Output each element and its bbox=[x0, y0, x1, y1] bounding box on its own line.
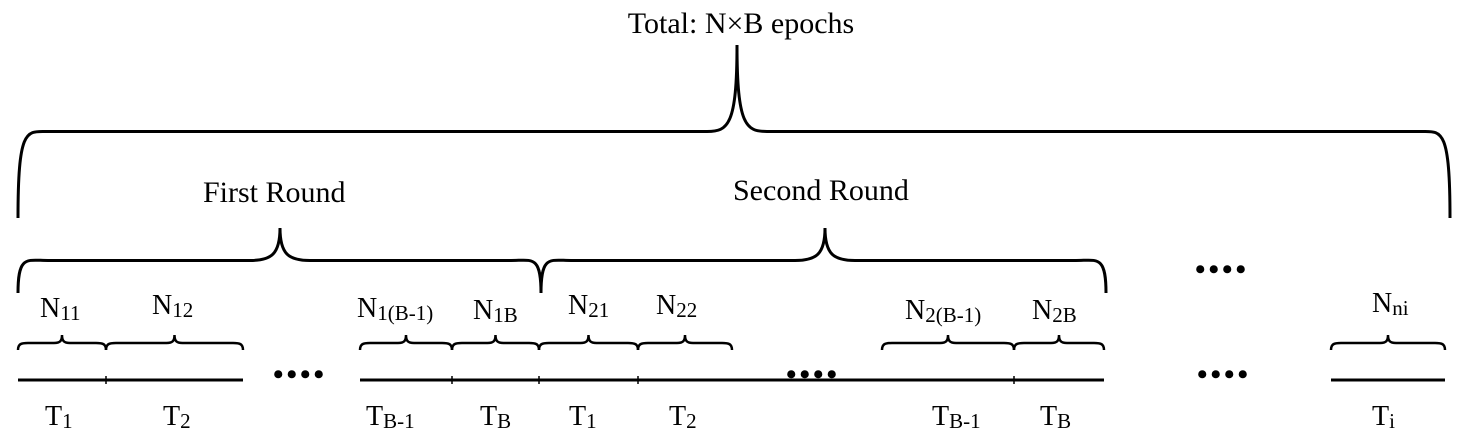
task-label-2: T2 bbox=[163, 401, 191, 433]
epoch-count-symbol: N bbox=[357, 293, 378, 324]
task-subscript: B bbox=[1057, 409, 1072, 433]
epoch-count-symbol: N bbox=[1372, 288, 1393, 319]
epoch-brace-6 bbox=[636, 334, 734, 351]
task-subscript: B-1 bbox=[949, 409, 981, 433]
epoch-brace-8 bbox=[1012, 334, 1106, 351]
task-symbol: T bbox=[669, 401, 687, 432]
epoch-count-subscript: 1B bbox=[493, 303, 518, 327]
epoch-count-subscript: ni bbox=[1392, 296, 1409, 320]
epoch-count-symbol: N bbox=[905, 295, 926, 326]
epoch-count-label-1: N11 bbox=[40, 293, 81, 325]
epoch-count-label-8: N2B bbox=[1032, 295, 1077, 327]
task-label-3: TB-1 bbox=[366, 401, 415, 433]
task-subscript: 2 bbox=[686, 409, 697, 433]
epoch-brace-7 bbox=[880, 334, 1016, 351]
epoch-count-symbol: N bbox=[568, 290, 589, 321]
task-label-1: T1 bbox=[45, 401, 73, 433]
total-brace bbox=[16, 44, 1452, 219]
epoch-count-subscript: 11 bbox=[60, 301, 81, 325]
first-round-label: First Round bbox=[203, 176, 346, 209]
task-symbol: T bbox=[1040, 401, 1058, 432]
ellipsis-top-right: •••• bbox=[1195, 253, 1250, 286]
ellipsis-bottom-right: •••• bbox=[1197, 358, 1252, 391]
task-symbol: T bbox=[366, 401, 384, 432]
task-subscript: B-1 bbox=[383, 409, 415, 433]
epoch-count-symbol: N bbox=[656, 290, 677, 321]
second-round-brace bbox=[539, 227, 1108, 294]
epoch-count-subscript: 1(B-1) bbox=[377, 301, 434, 325]
epoch-brace-3 bbox=[358, 334, 454, 351]
epoch-count-symbol: N bbox=[473, 295, 494, 326]
epoch-count-label-2: N12 bbox=[152, 290, 194, 322]
epoch-count-label-6: N22 bbox=[656, 290, 698, 322]
epoch-count-label-7: N2(B-1) bbox=[905, 295, 982, 327]
epoch-count-label-3: N1(B-1) bbox=[357, 293, 434, 325]
task-symbol: T bbox=[163, 401, 181, 432]
task-symbol: T bbox=[1372, 401, 1390, 432]
task-symbol: T bbox=[569, 401, 587, 432]
epoch-count-label-9: Nni bbox=[1372, 288, 1409, 320]
task-label-9: Ti bbox=[1372, 401, 1395, 433]
epoch-brace-1 bbox=[16, 334, 108, 351]
task-label-8: TB bbox=[1040, 401, 1072, 433]
epoch-count-symbol: N bbox=[40, 293, 61, 324]
first-round-brace bbox=[16, 227, 543, 294]
task-label-4: TB bbox=[480, 401, 512, 433]
task-subscript: 1 bbox=[586, 409, 597, 433]
ellipsis-round2: •••• bbox=[786, 358, 841, 391]
task-subscript: 1 bbox=[62, 409, 73, 433]
epoch-brace-9 bbox=[1329, 334, 1447, 351]
task-symbol: T bbox=[480, 401, 498, 432]
ellipsis-round1: •••• bbox=[273, 358, 328, 391]
task-symbol: T bbox=[45, 401, 63, 432]
epoch-count-symbol: N bbox=[152, 290, 173, 321]
task-label-7: TB-1 bbox=[932, 401, 981, 433]
epoch-brace-4 bbox=[450, 334, 541, 351]
epoch-count-label-5: N21 bbox=[568, 290, 610, 322]
epoch-count-subscript: 12 bbox=[172, 298, 194, 322]
epoch-count-symbol: N bbox=[1032, 295, 1053, 326]
diagram-title: Total: N×B epochs bbox=[627, 7, 855, 40]
epoch-count-label-4: N1B bbox=[473, 295, 518, 327]
epoch-count-subscript: 2B bbox=[1052, 303, 1077, 327]
task-subscript: i bbox=[1389, 409, 1395, 433]
task-subscript: 2 bbox=[180, 409, 191, 433]
epoch-count-subscript: 21 bbox=[588, 298, 610, 322]
second-round-label: Second Round bbox=[733, 174, 909, 207]
task-subscript: B bbox=[497, 409, 512, 433]
epoch-brace-2 bbox=[104, 334, 245, 351]
epoch-count-subscript: 2(B-1) bbox=[925, 303, 982, 327]
task-symbol: T bbox=[932, 401, 950, 432]
task-label-5: T1 bbox=[569, 401, 597, 433]
epoch-brace-5 bbox=[537, 334, 640, 351]
task-label-6: T2 bbox=[669, 401, 697, 433]
epoch-count-subscript: 22 bbox=[676, 298, 698, 322]
